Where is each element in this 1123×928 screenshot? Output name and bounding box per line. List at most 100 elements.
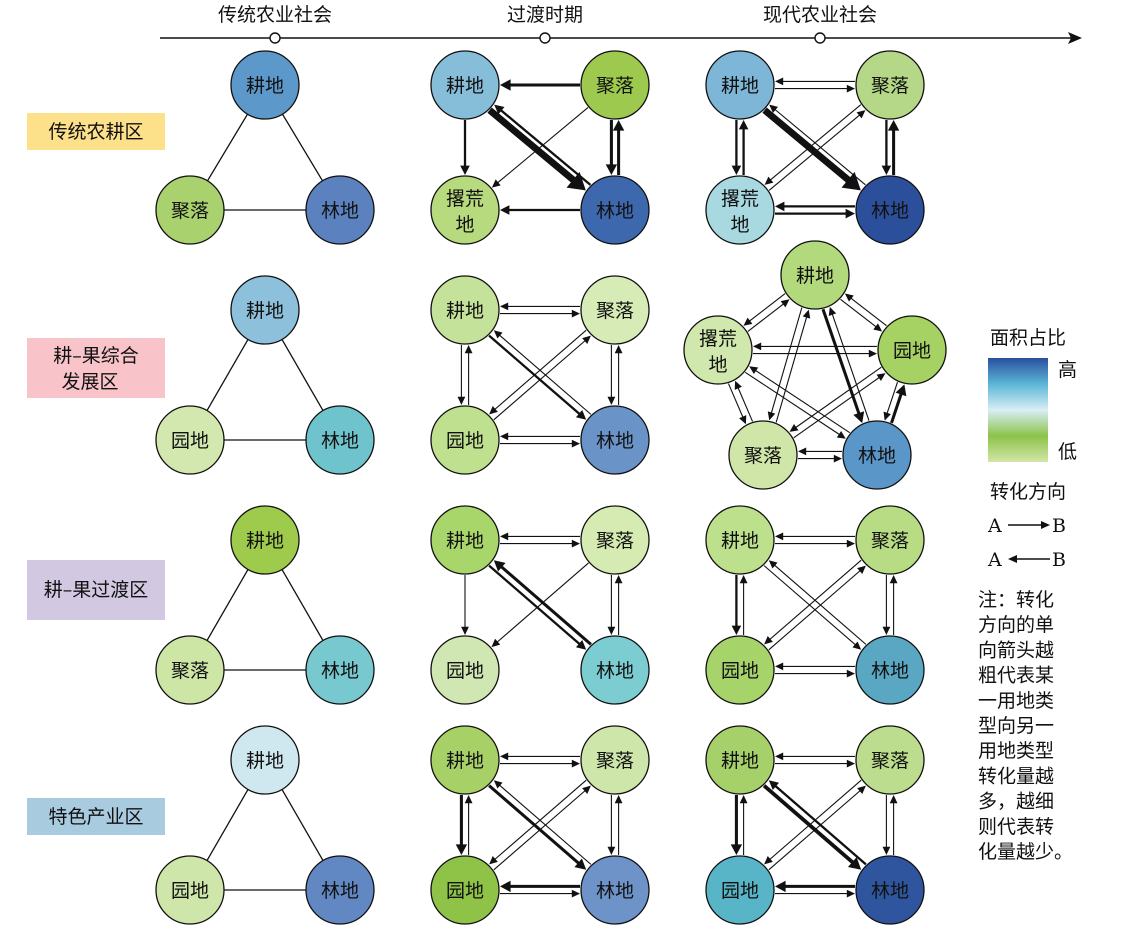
transition-arrow-line [494,779,587,861]
transition-arrowhead [731,165,742,175]
transition-arrow-line [748,293,786,322]
transition-arrowhead [614,345,623,354]
transition-arrowhead [460,165,470,175]
transition-arrowhead [614,795,623,804]
legend-note-line: 则代表转 [978,816,1054,838]
transition-arrow-line [494,329,587,411]
transition-arrow-line [840,298,877,328]
transition-arrowhead [844,293,854,302]
land-type-node-label: 聚落 [596,530,634,552]
transition-arrowhead [607,846,616,855]
transition-arrowhead [798,447,807,456]
land-type-node [705,635,775,705]
land-type-node [230,50,300,120]
transition-arrowhead [500,432,509,441]
region-label: 传统农耕区 [48,121,143,143]
transition-arrowhead [749,366,759,375]
legend-note-line: 多，越细 [978,791,1054,813]
land-type-node-label: 聚落 [871,750,909,772]
land-type-node [430,175,500,245]
transition-arrowhead [491,638,501,648]
land-type-node [430,405,500,475]
timeline-marker [539,32,551,44]
land-type-node-label: 地 [708,354,727,376]
land-type-node [305,405,375,475]
transition-arrowhead [493,330,503,339]
transition-arrow-line [831,313,870,421]
land-type-node-label: 林地 [321,880,359,902]
transition-arrow-line [762,784,855,865]
land-type-node [855,505,925,575]
land-type-node [230,275,300,345]
transition-arrowhead [605,164,618,175]
land-type-node-label: 园地 [446,430,484,452]
connection-line [281,569,324,641]
transition-arrowhead [846,889,855,898]
transition-arrow-line [793,376,880,439]
land-type-node [855,855,925,925]
transition-arrowhead [455,844,468,855]
legend-note: 注：转化方向的单向箭头越粗代表某一用地类型向另一用地类型转化量越多，越细则代表转… [978,589,1073,863]
transition-arrowhead [494,104,505,115]
legend-gradient-bar [988,358,1048,462]
transition-arrowhead [582,785,591,794]
legend-note-line: 用地类型 [978,740,1054,762]
transition-arrowhead [856,110,866,119]
land-type-node-label: 耕地 [246,300,284,322]
transition-arrowhead [764,176,774,185]
land-type-node-label: 林地 [596,200,634,222]
transition-arrowhead [612,120,625,131]
land-type-node [855,635,925,705]
region-box-traditional [27,113,165,150]
land-type-node [855,725,925,795]
transition-arrowhead [882,626,891,635]
transition-arrow-line [499,109,592,186]
transition-arrow-line [747,303,785,332]
land-type-node [580,505,650,575]
transition-arrowhead [574,858,587,870]
transition-arrowhead [734,380,742,390]
land-type-node-label: 林地 [871,660,909,682]
transition-arrowhead [857,785,866,794]
transition-arrowhead [883,411,891,421]
land-type-node-label: 耕地 [721,530,759,552]
land-type-node-label: 耕地 [246,75,284,97]
transition-arrowhead [767,411,776,421]
transition-arrow-line [754,369,851,434]
transition-arrowhead [775,77,784,86]
transition-arrow-line [727,383,744,418]
land-type-node [855,175,925,245]
transition-arrowhead [575,410,587,420]
transition-arrowhead [500,532,509,541]
land-type-node-label: 耕地 [446,75,484,97]
land-type-node [155,405,225,475]
transition-arrowhead [607,626,616,635]
timeline-marker [269,32,281,44]
transition-arrowhead [768,780,780,790]
region-box-transition [27,560,165,620]
region-label: 耕–果过渡区 [44,579,149,601]
land-type-node-label: 耕地 [796,265,834,287]
transition-arrowhead [493,780,503,789]
transition-arrowhead [489,406,498,415]
land-type-node [580,725,650,795]
land-type-node-label: 林地 [596,660,634,682]
transition-arrowhead [881,165,892,175]
transition-arrow-line [774,108,866,186]
land-type-node [580,405,650,475]
land-type-node-label: 耕地 [246,530,284,552]
transition-arrowhead [889,795,898,804]
land-type-node [305,635,375,705]
land-type-node [705,855,775,925]
land-type-node-label: 林地 [871,880,909,902]
land-type-node-label: 林地 [321,660,359,682]
connection-line [206,569,249,641]
network-diagram: 耕地聚落撂荒地林地 [430,50,650,245]
transition-arrowhead [873,323,883,332]
region-box-integrated [27,338,165,398]
transition-arrowhead [743,317,753,326]
land-type-node-label: 耕地 [446,300,484,322]
diagram-grid: 耕地聚落林地耕地聚落撂荒地林地耕地聚落撂荒地林地耕地园地林地耕地聚落园地林地耕地… [155,50,947,925]
transition-arrow-line [769,779,862,861]
